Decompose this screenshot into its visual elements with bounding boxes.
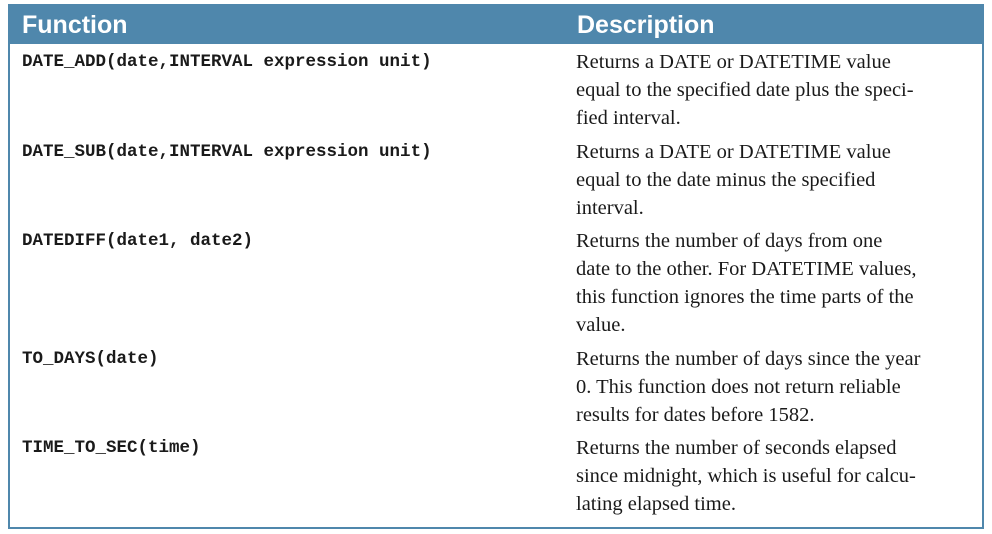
description-line: lating elapsed time. [576,493,736,515]
description-line: Returns the number of seconds elapsed [576,437,897,459]
function-description: Returns the number of days from one date… [576,227,976,339]
description-line: Returns the number of days from one [576,230,883,252]
function-table: Function Description DATE_ADD(date,INTER… [8,4,984,529]
description-line: since midnight, which is useful for calc… [576,465,916,487]
description-line: value. [576,314,626,336]
description-line: 0. This function does not return reliabl… [576,376,901,398]
description-line: equal to the specified date plus the spe… [576,79,914,101]
description-line: equal to the date minus the specified [576,169,876,191]
description-line: this function ignores the time parts of … [576,286,914,308]
description-line: date to the other. For DATETIME values, [576,258,917,280]
function-description: Returns a DATE or DATETIME value equal t… [576,138,976,222]
function-signature: TO_DAYS(date) [22,349,159,369]
function-signature: DATEDIFF(date1, date2) [22,231,254,251]
description-line: interval. [576,197,644,219]
function-description: Returns the number of days since the yea… [576,345,976,429]
description-line: Returns the number of days since the yea… [576,348,921,370]
description-line: Returns a DATE or DATETIME value [576,51,891,73]
function-signature: TIME_TO_SEC(time) [22,438,201,458]
function-description: Returns the number of seconds elapsed si… [576,434,976,518]
description-line: results for dates before 1582. [576,404,815,426]
header-description: Description [577,11,715,39]
function-description: Returns a DATE or DATETIME value equal t… [576,48,976,132]
function-signature: DATE_ADD(date,INTERVAL expression unit) [22,52,432,72]
description-line: Returns a DATE or DATETIME value [576,141,891,163]
description-line: fied interval. [576,107,681,129]
header-function: Function [22,11,128,39]
function-signature: DATE_SUB(date,INTERVAL expression unit) [22,142,432,162]
table-header: Function Description [10,6,982,44]
